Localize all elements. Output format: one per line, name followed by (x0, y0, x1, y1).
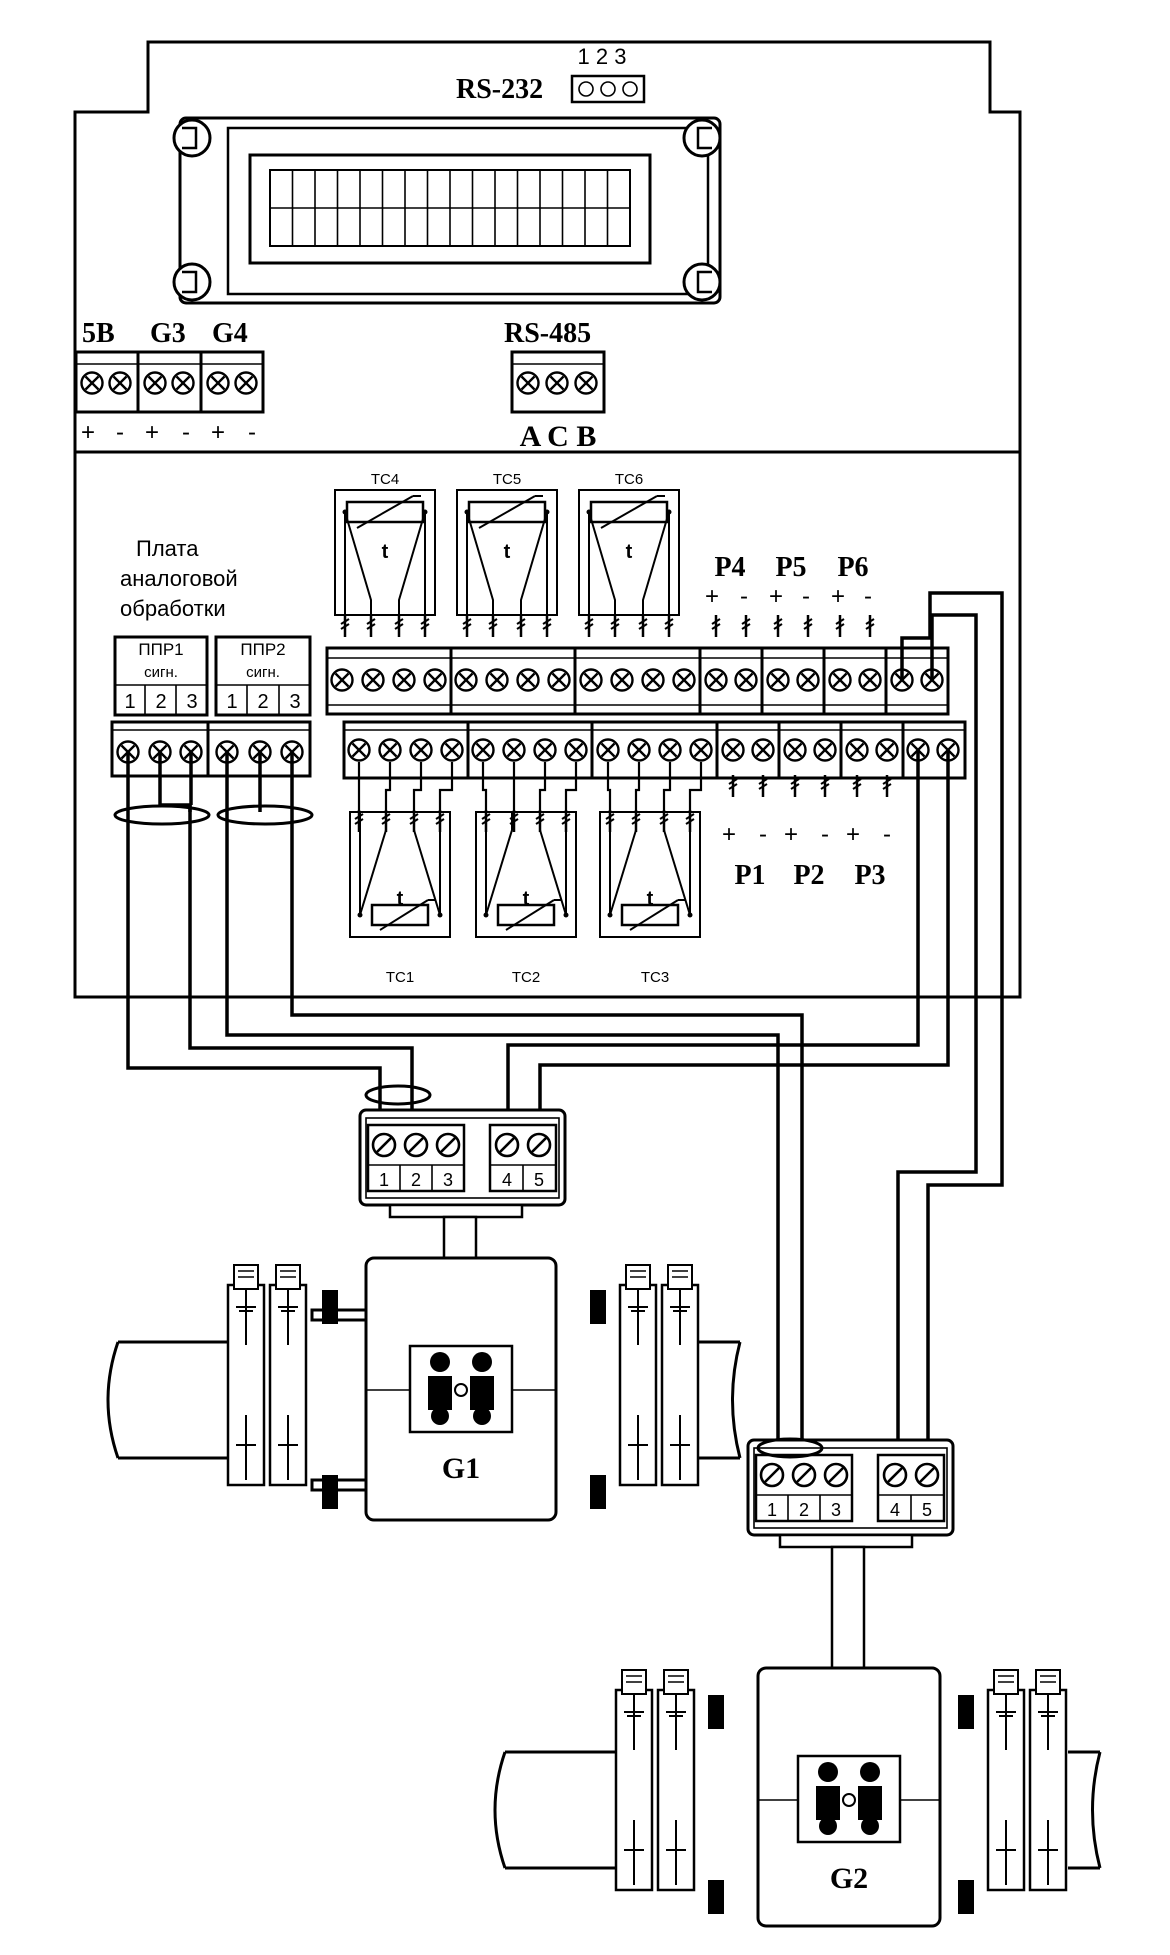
tc4-symbol: t (382, 541, 389, 563)
rs485-pin-labels: A C B (520, 420, 597, 453)
tc4-label: ТС4 (371, 471, 399, 488)
g1-pin-3: 3 (443, 1170, 453, 1190)
tc6-symbol: t (626, 541, 633, 563)
g1-pin-4: 4 (502, 1170, 512, 1190)
polarity-g3-plus: + (145, 419, 159, 446)
p2-plus: + (784, 821, 798, 848)
ppr2-label: ППР2 (240, 640, 285, 659)
power-label-g4: G4 (212, 318, 248, 349)
ppr-terminal-block (110, 720, 312, 778)
power-label-5b: 5B (82, 318, 115, 349)
p1-label: P1 (734, 860, 765, 891)
g1-pin-1: 1 (379, 1170, 389, 1190)
p4-plus: + (705, 583, 719, 610)
polarity-5b-plus: + (81, 419, 95, 446)
sensor-tc3: t ТС3 (598, 810, 702, 986)
p5-minus: - (802, 583, 810, 610)
p6-minus: - (864, 583, 872, 610)
tc-bottom-wires (357, 762, 703, 812)
ppr1-signal-label: сигн. (144, 664, 178, 681)
polarity-g3-minus: - (182, 419, 190, 446)
g1-pin-5: 5 (534, 1170, 544, 1190)
ppr1-label: ППР1 (138, 640, 183, 659)
p2-label: P2 (793, 860, 824, 891)
board-caption: Плата аналоговой обработки (120, 536, 238, 621)
tc5-symbol: t (504, 541, 511, 563)
tc1-symbol: t (397, 888, 404, 910)
g2-pin-5: 5 (922, 1500, 932, 1520)
sensor-tc4: ТС4 t (333, 471, 437, 617)
g1-electrode-assembly (408, 1344, 514, 1434)
lcd-display (172, 116, 722, 305)
p1-plus: + (722, 821, 736, 848)
p3-minus: - (883, 821, 891, 848)
p5-plus: + (769, 583, 783, 610)
p6-label: P6 (837, 552, 868, 583)
sensor-tc6: ТС6 t (577, 471, 681, 617)
ppr2-pin-2: 2 (257, 691, 268, 713)
power-terminal-block: 5B G3 G4 + - + - + - (74, 318, 265, 446)
tc-top-pins (339, 613, 675, 639)
g2-pin-4: 4 (890, 1500, 900, 1520)
p6-plus: + (831, 583, 845, 610)
sensor-tc5: ТС5 t (455, 471, 559, 617)
board-caption-line-1: Плата (136, 536, 199, 561)
pressure-sensors-bottom: + - + - + - P1 P2 P3 (722, 773, 893, 891)
tc1-label: ТС1 (386, 969, 414, 986)
ppr2-connector: ППР2 сигн. 1 2 3 (214, 635, 312, 717)
rs485-terminal-block: RS-485 A C B (504, 318, 606, 453)
g2-electrode-assembly (796, 1754, 902, 1844)
g1-pin-2: 2 (411, 1170, 421, 1190)
g2-pin-3: 3 (831, 1500, 841, 1520)
g2-pin-2: 2 (799, 1500, 809, 1520)
ppr1-connector: ППР1 сигн. 1 2 3 (113, 635, 209, 717)
ppr2-pin-3: 3 (289, 691, 300, 713)
rs232-pin-numbers: 1 2 3 (578, 44, 627, 69)
ppr1-pin-2: 2 (155, 691, 166, 713)
polarity-g4-minus: - (248, 419, 256, 446)
tc2-symbol: t (523, 888, 530, 910)
tc5-label: ТС5 (493, 471, 521, 488)
p4-minus: - (740, 583, 748, 610)
lcd-mount-screws (172, 118, 722, 302)
tc3-symbol: t (647, 888, 654, 910)
p3-plus: + (846, 821, 860, 848)
lower-terminal-strip (342, 720, 967, 780)
flowmeter-g1: 1 2 3 4 5 G1 (106, 1084, 742, 1522)
power-label-g3: G3 (150, 318, 186, 349)
p3-label: P3 (854, 860, 885, 891)
board-caption-line-3: обработки (120, 596, 226, 621)
p5-label: P5 (775, 552, 806, 583)
tc6-label: ТС6 (615, 471, 643, 488)
sensor-tc2: t ТС2 (474, 810, 578, 986)
g1-terminal-box: 1 2 3 4 5 (358, 1084, 567, 1219)
analog-board-panel (73, 450, 1022, 999)
p4-label: P4 (714, 552, 745, 583)
g1-label: G1 (442, 1452, 480, 1485)
p1-minus: - (759, 821, 767, 848)
lcd-character-grid (270, 170, 630, 246)
pressure-sensors-top: P4 P5 P6 + - + - + - (705, 552, 876, 639)
rs232-label: RS-232 (456, 74, 543, 105)
rs232-connector: 1 2 3 RS-232 (456, 44, 646, 105)
ppr1-pin-1: 1 (124, 691, 135, 713)
signal-wires (113, 591, 1004, 1455)
polarity-5b-minus: - (116, 419, 124, 446)
ppr1-pin-3: 3 (186, 691, 197, 713)
g2-pin-1: 1 (767, 1500, 777, 1520)
p2-minus: - (821, 821, 829, 848)
g2-terminal-box: 1 2 3 4 5 (746, 1437, 955, 1549)
tc3-label: ТС3 (641, 969, 669, 986)
ppr2-pin-1: 1 (226, 691, 237, 713)
upper-terminal-strip (325, 646, 950, 716)
tc2-label: ТС2 (512, 969, 540, 986)
flowmeter-g2: 1 2 3 4 5 G2 (493, 1437, 1102, 1928)
board-caption-line-2: аналоговой (120, 566, 238, 591)
g2-label: G2 (830, 1862, 868, 1895)
ppr2-signal-label: сигн. (246, 664, 280, 681)
rs485-label: RS-485 (504, 318, 591, 349)
sensor-tc1: t ТС1 (348, 810, 452, 986)
polarity-g4-plus: + (211, 419, 225, 446)
